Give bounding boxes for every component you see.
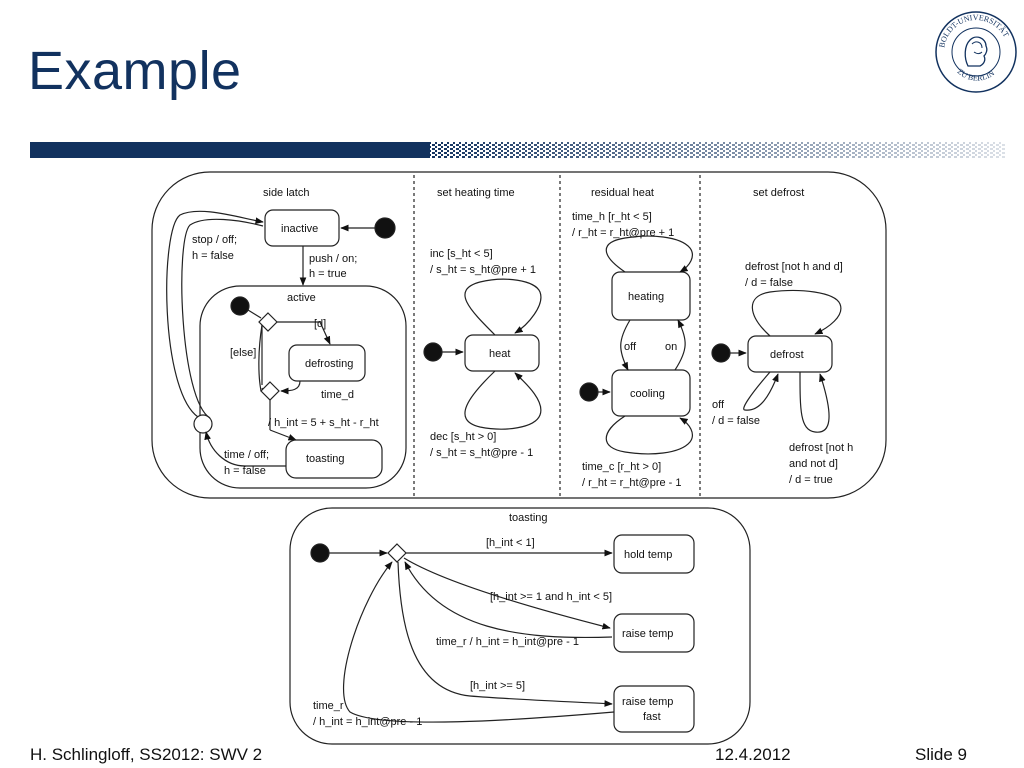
state-label-heating: heating [628,291,664,303]
transition-label: / d = false [745,277,793,289]
footer-author: H. Schlingloff, SS2012: SWV 2 [30,745,263,764]
state-label-hold-temp: hold temp [624,549,672,561]
state-inactive [264,209,340,247]
region-label-residual-heat: residual heat [591,187,654,199]
slide-title: Example [28,41,242,101]
transition-label: / s_ht = s_ht@pre + 1 [430,264,536,276]
transition-label: h = true [309,268,347,280]
state-defrost [747,335,833,373]
transition-label: h = false [192,250,234,262]
state-heat [464,334,540,372]
initial-pseudostate [711,343,731,363]
transition-label: time_r [313,700,344,712]
state-heating [611,271,691,321]
state-label-defrosting: defrosting [305,358,353,370]
guard-label: [h_int >= 5] [470,680,525,692]
state-label-raise-temp-fast: raise temp [622,696,673,708]
state-raise-temp [613,613,695,653]
initial-pseudostate [423,342,443,362]
title-bar [30,142,1005,158]
region-label-set-defrost: set defrost [753,187,804,199]
state-label-toasting-composite: toasting [509,512,548,524]
initial-pseudostate [310,543,330,563]
region-label-side-latch: side latch [263,187,309,199]
transition-label: time_r / h_int = h_int@pre - 1 [436,636,579,648]
transition-label: time_h [r_ht < 5] [572,211,652,223]
guard-label: [h_int < 1] [486,537,535,549]
transition-label: on [665,341,677,353]
state-label-defrost: defrost [770,349,804,361]
initial-pseudostate [374,217,396,239]
transition-label: / s_ht = s_ht@pre - 1 [430,447,533,459]
region-label-set-heating-time: set heating time [437,187,515,199]
transition-label: / r_ht = r_ht@pre - 1 [582,477,682,489]
state-label-raise-temp: raise temp [622,628,673,640]
choice-pseudostate [387,543,407,563]
transition-label: time_c [r_ht > 0] [582,461,661,473]
state-hold-temp [613,534,695,574]
state-defrosting [288,344,366,382]
state-toasting-composite [289,507,751,745]
transition-label: stop / off; [192,234,237,246]
footer-slide-number: Slide 9 [915,745,967,764]
transition-label: h = false [224,465,266,477]
transition-label: push / on; [309,253,357,265]
transition-label: / d = true [789,474,833,486]
state-label-raise-temp-fast: fast [643,711,661,723]
transition-label: defrost [not h [789,442,853,454]
transition-label: inc [s_ht < 5] [430,248,493,260]
guard-label: [d] [314,318,326,330]
state-active [199,285,407,489]
state-label-cooling: cooling [630,388,665,400]
guard-label: [else] [230,347,256,359]
transition-label: defrost [not h and d] [745,261,843,273]
transition-label: off [712,399,725,411]
initial-pseudostate [230,296,250,316]
state-label-heat: heat [489,348,510,360]
state-label-active: active [287,292,316,304]
transition-label: / d = false [712,415,760,427]
transition-label: / h_int = 5 + s_ht - r_ht [268,417,379,429]
state-toasting [285,439,383,479]
state-raise-temp-fast [613,685,695,733]
transition-label: off [624,341,637,353]
transition-label: time_d [321,389,354,401]
transition-label: and not d] [789,458,838,470]
guard-label: [h_int >= 1 and h_int < 5] [490,591,612,603]
footer-date: 12.4.2012 [715,745,791,764]
university-seal-icon: BOLDT-UNIVERSITÄT ZU BERLIN [935,11,1017,93]
transition-label: dec [s_ht > 0] [430,431,496,443]
transition-label: / r_ht = r_ht@pre + 1 [572,227,674,239]
state-label-inactive: inactive [281,223,318,235]
transition-label: / h_int = h_int@pre - 1 [313,716,422,728]
toaster-outer-state [151,171,887,499]
transition-label: time / off; [224,449,269,461]
choice-pseudostate [260,381,280,401]
junction-pseudostate [193,414,213,434]
state-cooling [611,369,691,417]
choice-pseudostate [258,312,278,332]
initial-pseudostate [579,382,599,402]
state-label-toasting: toasting [306,453,345,465]
